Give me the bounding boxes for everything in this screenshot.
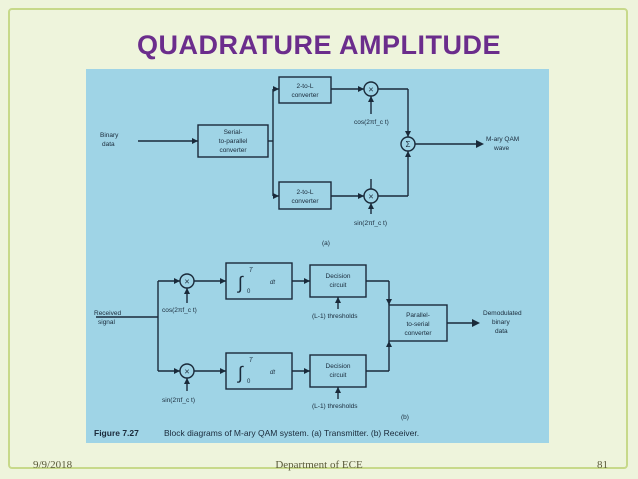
ps-label-1: Parallel-: [406, 312, 430, 319]
conv-bot-label-2: converter: [291, 198, 319, 205]
converter-top-box: [278, 76, 332, 104]
tx-sin-label: sin(2πf_c t): [354, 220, 387, 227]
rx-input-label-1: Received: [94, 310, 121, 317]
tx-output-label-1: M-ary QAM: [486, 136, 519, 143]
conv-top-label-1: 2-to-L: [297, 83, 314, 90]
figure-caption-label: Figure 7.27: [94, 428, 139, 438]
footer-date: 9/9/2018: [33, 459, 73, 471]
conv-bot-label-1: 2-to-L: [297, 189, 314, 196]
integrator-top-box: [225, 262, 293, 300]
slide-title: QUADRATURE AMPLITUDE: [137, 30, 501, 60]
rx-cos-label: cos(2πf_c t): [162, 307, 197, 314]
tx-input-label-2: data: [102, 141, 115, 148]
dec-top-label-2: circuit: [330, 282, 347, 289]
rx-times-bottom: ×: [184, 367, 189, 377]
decision-circuit-bottom-box: [309, 354, 367, 388]
integral-top-lower: 0: [247, 289, 251, 295]
dec-bot-label-1: Decision: [326, 363, 351, 370]
ps-label-2: to-serial: [406, 321, 430, 328]
tx-cos-label: cos(2πf_c t): [354, 119, 389, 126]
thresh-bot-label: (L-1) thresholds: [312, 403, 358, 410]
summer-symbol: Σ: [406, 140, 411, 149]
integral-top-upper: T: [249, 268, 254, 274]
dec-bot-label-2: circuit: [330, 372, 347, 379]
rx-times-top: ×: [184, 277, 189, 287]
decision-circuit-top-box: [309, 264, 367, 298]
panel-a-label: (a): [322, 240, 330, 247]
integral-bot-lower: 0: [247, 379, 251, 385]
figure-caption-text: Block diagrams of M-ary QAM system. (a) …: [164, 428, 419, 438]
integral-bot-dt: dt: [270, 370, 275, 376]
conv-top-label-2: converter: [291, 92, 319, 99]
rx-output-label-2: binary: [492, 319, 510, 326]
rx-sin-label: sin(2πf_c t): [162, 397, 195, 404]
rx-input-label-2: signal: [98, 319, 116, 326]
integrator-bottom-box: [225, 352, 293, 390]
integral-top-dt: dt: [270, 280, 275, 286]
tx-output-label-2: wave: [493, 145, 510, 152]
tx-input-label-1: Binary: [100, 132, 119, 139]
thresh-top-label: (L-1) thresholds: [312, 313, 358, 320]
tx-times-top: ×: [368, 85, 373, 95]
sp-label-2: to-parallel: [219, 138, 248, 145]
ps-label-3: converter: [404, 330, 432, 337]
rx-output-label-3: data: [495, 328, 508, 335]
sp-label-1: Serial-: [224, 129, 243, 136]
footer-page-number: 81: [597, 459, 608, 471]
sp-label-3: converter: [219, 147, 247, 154]
panel-b-label: (b): [401, 414, 409, 421]
block-diagram-figure: Binary data Serial- to-parallel converte…: [86, 69, 549, 443]
footer-department: Department of ECE: [275, 459, 363, 471]
tx-times-bottom: ×: [368, 192, 373, 202]
integral-bot-upper: T: [249, 358, 254, 364]
integral-bot-symbol: ∫: [236, 363, 244, 383]
dec-top-label-1: Decision: [326, 273, 351, 280]
slide-border: [8, 8, 628, 469]
integral-top-symbol: ∫: [236, 273, 244, 293]
rx-output-label-1: Demodulated: [483, 310, 522, 317]
